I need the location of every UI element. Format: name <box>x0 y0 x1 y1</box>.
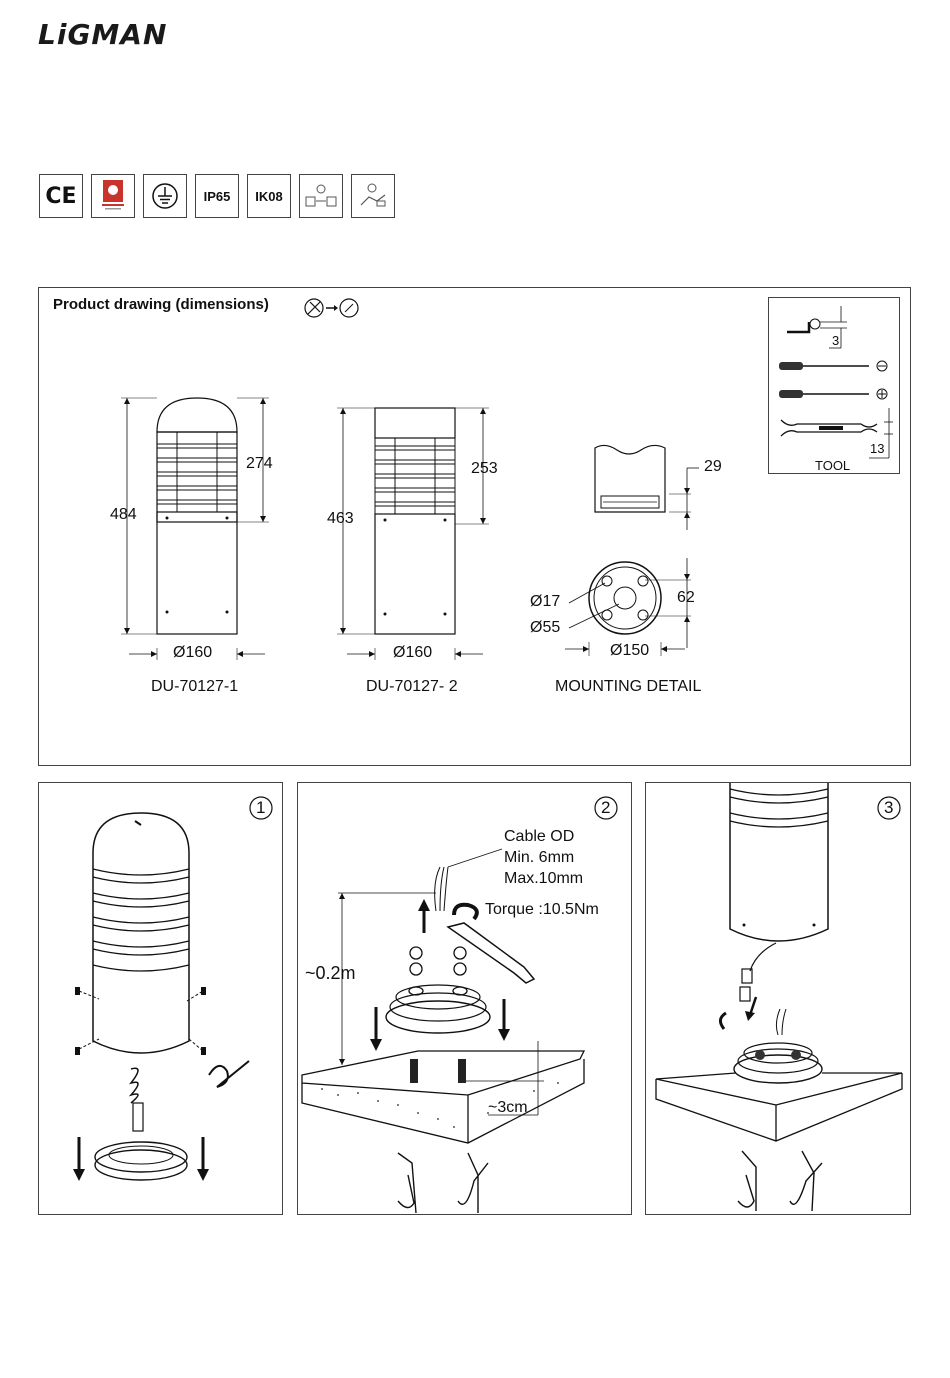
tool-box: 3 13 TOOL <box>768 297 900 474</box>
certification-row: CE IP65 IK08 <box>39 174 395 218</box>
drawing-title: Product drawing (dimensions) <box>53 296 269 313</box>
ik-rating-badge: IK08 <box>247 174 291 218</box>
brand-logo: LiGMAN <box>38 18 167 51</box>
mounting-ring-height: 62 <box>677 589 695 607</box>
mounting-center-diameter: Ø55 <box>530 619 560 637</box>
mounting-hole-diameter: Ø17 <box>530 593 560 611</box>
tool-label: TOOL <box>815 458 850 473</box>
step-2-panel: 2 Cable OD Min. 6mm Max.10mm Torque :10.… <box>297 782 632 1215</box>
quality-badge-icon <box>91 174 135 218</box>
bollard-1-height: 484 <box>110 506 137 524</box>
step-1-illustration <box>49 803 279 1203</box>
step-3-illustration <box>646 783 910 1214</box>
installation-icon <box>299 174 343 218</box>
bollard-1-head-height: 274 <box>246 455 273 473</box>
mounting-base-height: 29 <box>704 458 722 476</box>
mounting-detail-label: MOUNTING DETAIL <box>555 678 701 696</box>
hex-key-size: 3 <box>832 333 839 348</box>
dimension-tool-icon <box>303 296 363 320</box>
bollard-2-code: DU-70127- 2 <box>366 678 458 696</box>
bollard-2-height: 463 <box>327 510 354 528</box>
step-2-illustration <box>298 783 631 1214</box>
bollard-2-head-height: 253 <box>471 460 498 478</box>
bollard-2-drawing <box>323 402 503 667</box>
ce-mark-icon: CE <box>39 174 83 218</box>
ip-rating-badge: IP65 <box>195 174 239 218</box>
bollard-1-drawing <box>107 392 287 667</box>
bollard-1-code: DU-70127-1 <box>151 678 238 696</box>
product-drawing-panel: Product drawing (dimensions) <box>38 287 911 766</box>
electrician-icon <box>351 174 395 218</box>
mounting-diameter: Ø150 <box>610 642 649 660</box>
bollard-1-diameter: Ø160 <box>173 644 212 662</box>
step-1-panel: 1 <box>38 782 283 1215</box>
earth-ground-icon <box>143 174 187 218</box>
wrench-size: 13 <box>870 441 884 456</box>
bollard-2-diameter: Ø160 <box>393 644 432 662</box>
step-3-panel: 3 <box>645 782 911 1215</box>
